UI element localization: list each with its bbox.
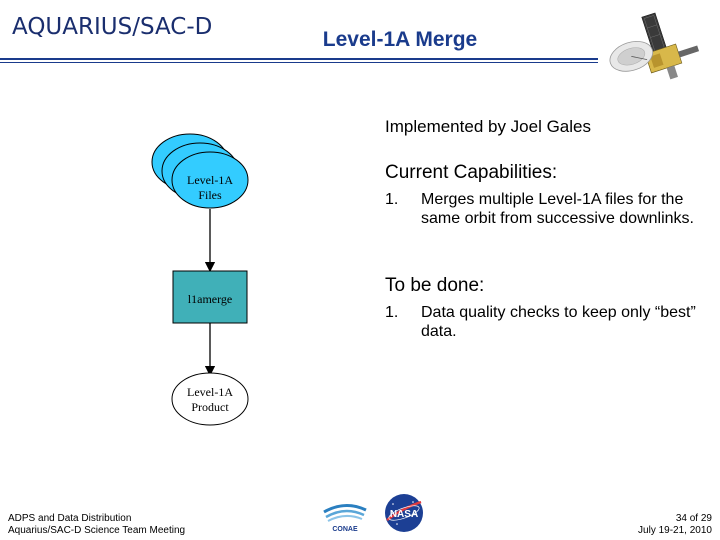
capability-item-number: 1.: [385, 191, 399, 208]
satellite-image: [609, 12, 700, 80]
capability-item-text: Merges multiple Level-1A files for the s…: [421, 191, 694, 227]
todo-heading: To be done:: [385, 275, 485, 296]
implemented-by: Implemented by Joel Gales: [385, 117, 591, 136]
todo-item: 1. Data quality checks to keep only “bes…: [385, 303, 705, 343]
nasa-logo: NASA: [385, 494, 423, 532]
input-files-label: Level-1A Files: [170, 173, 250, 203]
logo-text: AQUARIUS/SAC-D: [12, 14, 213, 40]
output-product-label: Level-1A Product: [170, 385, 250, 415]
header-divider: [0, 58, 598, 60]
input-file-ellipse-front: [171, 151, 249, 209]
meeting-date: July 19-21, 2010: [638, 525, 712, 536]
todo-item-text: Data quality checks to keep only “best” …: [421, 304, 696, 340]
page-number: 34 of 29: [675, 513, 712, 524]
todo-item-number: 1.: [385, 304, 399, 321]
capabilities-heading: Current Capabilities:: [385, 162, 558, 183]
page-title: Level-1A Merge: [322, 28, 478, 51]
capability-item: 1. Merges multiple Level-1A files for th…: [385, 190, 705, 250]
footer-right: 34 of 29 July 19-21, 2010: [560, 513, 712, 537]
output-product-label-line2: Product: [191, 400, 229, 414]
aquarius-sacd-logo: AQUARIUS/SAC-D: [12, 14, 212, 40]
nasa-logo-text: NASA: [390, 509, 418, 520]
output-product-ellipse: [171, 372, 249, 426]
conae-logo: CONAE: [323, 504, 367, 533]
conae-logo-text: CONAE: [332, 526, 358, 533]
footer-meeting: Aquarius/SAC-D Science Team Meeting: [8, 525, 186, 536]
flow-diagram: [151, 133, 249, 426]
process-box: [172, 270, 248, 324]
footer-left: ADPS and Data Distribution Aquarius/SAC-…: [8, 513, 185, 537]
header-divider-thin: [0, 62, 598, 63]
output-product-label-line1: Level-1A: [187, 385, 233, 399]
process-label: l1amerge: [187, 292, 233, 306]
input-files-label-line1: Level-1A: [187, 173, 233, 187]
input-files-label-line2: Files: [198, 188, 222, 202]
footer-org: ADPS and Data Distribution: [8, 513, 132, 524]
